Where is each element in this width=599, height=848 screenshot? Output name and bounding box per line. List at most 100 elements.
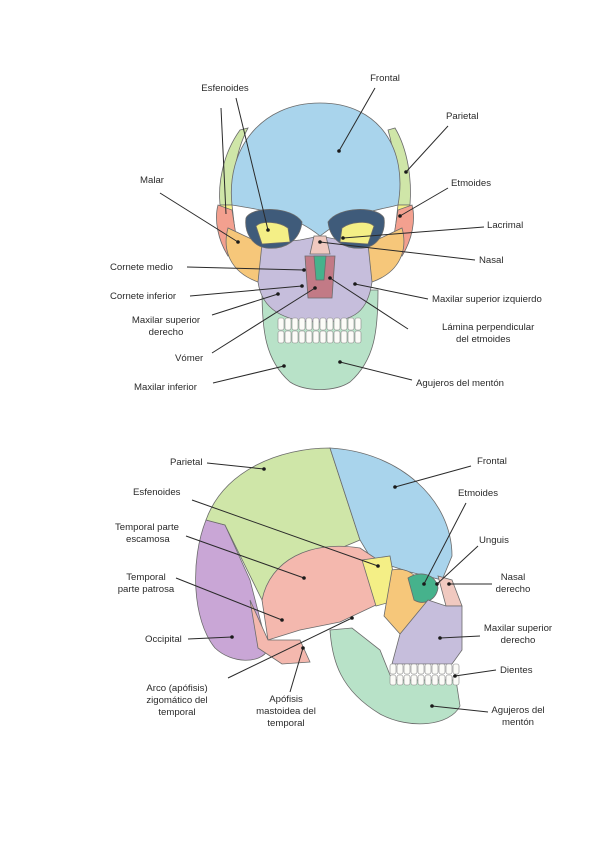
leader-temporal-escamosa	[185, 535, 305, 579]
label-nasal: Nasal	[479, 255, 504, 266]
dot-maxilar-superior-derecho	[276, 292, 280, 296]
front-ethmoid	[313, 255, 327, 281]
front-view-labels: Esfenoides Frontal Parietal Etmoides Mal…	[110, 73, 542, 393]
tooth	[438, 663, 446, 675]
label-etmoides: Etmoides	[451, 178, 491, 189]
label-temporal-patrosa-1: Temporal	[126, 572, 165, 583]
tooth	[347, 317, 355, 331]
tooth	[431, 663, 439, 675]
label-vomer: Vómer	[175, 353, 204, 364]
tooth	[389, 663, 397, 675]
leader-occipital	[187, 636, 233, 640]
tooth	[312, 330, 320, 344]
label-nasal-derecho-2: derecho	[496, 584, 531, 595]
label-esfenoides: Esfenoides	[201, 83, 249, 94]
label-arco-3: temporal	[158, 707, 195, 718]
tooth	[445, 674, 453, 686]
label-nasal-derecho-1: Nasal	[501, 572, 526, 583]
label-maxilar-superior-izquierdo: Maxilar superior izquierdo	[432, 294, 542, 305]
tooth	[354, 330, 362, 344]
leader-arco	[227, 617, 353, 679]
tooth	[291, 330, 299, 344]
label-unguis: Unguis	[479, 535, 509, 546]
label-cornete-inferior: Cornete inferior	[110, 291, 177, 302]
label-side-frontal: Frontal	[477, 456, 507, 467]
dot-maxilar-superior-izquierdo	[353, 282, 357, 286]
tooth	[277, 330, 285, 344]
tooth	[284, 317, 292, 331]
tooth	[333, 330, 341, 344]
label-agujeros-1: Agujeros del	[491, 705, 544, 716]
label-dientes: Dientes	[500, 665, 533, 676]
dot-side-frontal	[393, 485, 397, 489]
side-mandible	[329, 627, 461, 725]
tooth	[284, 330, 292, 344]
label-apofisis-3: temporal	[267, 718, 304, 729]
tooth	[424, 663, 432, 675]
leader-temporal-patrosa	[175, 577, 283, 621]
leader-malar	[159, 192, 239, 243]
dot-apofisis	[301, 646, 305, 650]
label-side-esfenoides: Esfenoides	[133, 487, 181, 498]
leader-side-parietal	[206, 462, 265, 470]
dot-side-esfenoides	[376, 564, 380, 568]
tooth	[305, 330, 313, 344]
side-view-labels: Parietal Frontal Esfenoides Etmoides Tem…	[115, 456, 553, 729]
tooth	[340, 317, 348, 331]
tooth	[326, 317, 334, 331]
tooth	[431, 674, 439, 686]
label-arco-2: zigomático del	[146, 695, 207, 706]
label-occipital: Occipital	[145, 634, 182, 645]
label-maxilar-inferior: Maxilar inferior	[134, 382, 198, 393]
leader-parietal	[405, 125, 449, 173]
tooth	[403, 674, 411, 686]
tooth	[305, 317, 313, 331]
label-maxilar-sup-der-2: derecho	[501, 635, 536, 646]
dot-agujeros-menton	[338, 360, 342, 364]
tooth	[354, 317, 362, 331]
tooth	[438, 674, 446, 686]
leader-cornete-inferior	[189, 285, 303, 297]
label-temporal-escamosa-2: escamosa	[126, 534, 170, 545]
side-orbit	[407, 573, 439, 603]
tooth	[396, 663, 404, 675]
dot-parietal	[404, 170, 408, 174]
tooth	[389, 674, 397, 686]
tooth	[424, 674, 432, 686]
leader-agujeros-menton	[339, 361, 413, 381]
label-maxilar-sup-der-1: Maxilar superior	[484, 623, 553, 634]
dot-vomer	[313, 286, 317, 290]
front-orbit-sphenoid-left	[255, 222, 291, 245]
tooth	[410, 674, 418, 686]
dot-agujeros	[430, 704, 434, 708]
leader-maxilar-superior-derecho	[211, 293, 279, 316]
tooth	[298, 330, 306, 344]
dot-side-parietal	[262, 467, 266, 471]
leader-dientes	[454, 669, 497, 677]
tooth	[417, 663, 425, 675]
leader-maxilar-inferior	[212, 365, 285, 384]
leader-lacrimal	[342, 226, 485, 239]
dot-malar	[236, 240, 240, 244]
label-temporal-patrosa-2: parte patrosa	[118, 584, 175, 595]
side-view-skull	[195, 447, 463, 725]
label-maxilar-superior-derecho-1: Maxilar superior	[132, 315, 201, 326]
tooth	[312, 317, 320, 331]
label-side-etmoides: Etmoides	[458, 488, 498, 499]
tooth	[277, 317, 285, 331]
label-agujeros-menton: Agujeros del mentón	[416, 378, 504, 389]
tooth	[340, 330, 348, 344]
label-lacrimal: Lacrimal	[487, 220, 523, 231]
label-arco-1: Arco (apófisis)	[146, 683, 207, 694]
label-lamina-1: Lámina perpendicular	[442, 322, 535, 333]
dot-dientes	[453, 674, 457, 678]
leader-etmoides	[399, 187, 449, 217]
label-lamina-2: del etmoides	[456, 334, 511, 345]
label-apofisis-2: mastoidea del	[256, 706, 316, 717]
dot-esfenoides	[266, 228, 270, 232]
tooth	[298, 317, 306, 331]
dot-temporal-patrosa	[280, 618, 284, 622]
tooth	[445, 663, 453, 675]
label-apofisis-1: Apófisis	[269, 694, 303, 705]
dot-etmoides	[398, 214, 402, 218]
